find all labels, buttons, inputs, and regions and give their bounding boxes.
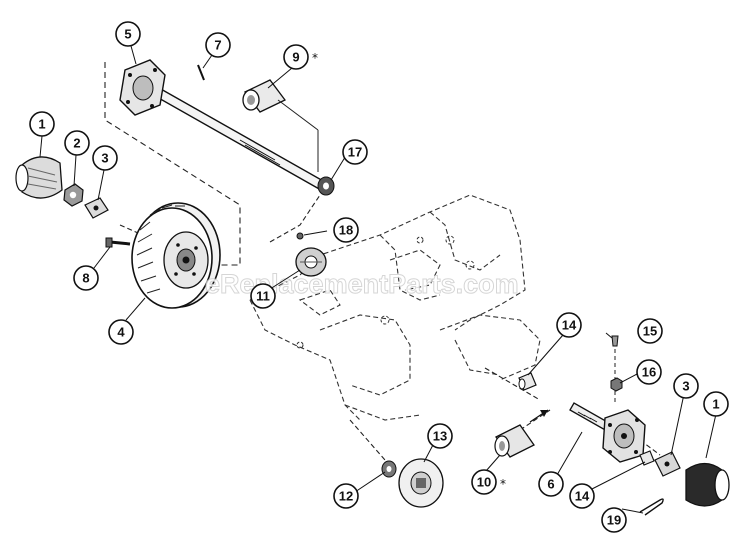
callout-4: 4 xyxy=(108,319,134,345)
spacer-sleeve-10 xyxy=(494,424,535,458)
bushing-14-upper xyxy=(518,372,537,391)
callout-18: 18 xyxy=(333,217,359,243)
callout-3-left: 3 xyxy=(92,145,118,171)
callout-6: 6 xyxy=(538,471,564,497)
grease-fitting-15 xyxy=(611,335,619,347)
svg-text:3: 3 xyxy=(682,379,689,394)
leader-chassis-to-washer12 xyxy=(349,419,391,471)
callouts: 1 2 3 4 5 7 8 9 * 11 17 18 14 15 16 3 1 … xyxy=(29,21,729,533)
callout-14-upper: 14 xyxy=(556,312,582,338)
svg-text:19: 19 xyxy=(607,513,621,528)
callout-8: 8 xyxy=(73,265,99,291)
callout-2: 2 xyxy=(64,130,90,156)
axle-shaft xyxy=(147,83,326,191)
wheel-assembly xyxy=(131,202,221,309)
callout-14-lower: 14 xyxy=(569,483,595,509)
callout-19: 19 xyxy=(601,507,627,533)
leader-shaft-to-chassis xyxy=(484,367,541,401)
washer-18 xyxy=(296,232,304,240)
bearing-left xyxy=(15,156,63,199)
callout-17: 17 xyxy=(342,139,368,165)
svg-text:15: 15 xyxy=(643,324,657,339)
leader-bushing-to-shaft xyxy=(519,409,551,431)
svg-text:12: 12 xyxy=(339,489,353,504)
hub-plate-13 xyxy=(398,458,444,508)
callout-16: 16 xyxy=(636,359,662,385)
callout-10: 10 xyxy=(471,469,497,495)
callout-3-right: 3 xyxy=(673,373,699,399)
callout-5: 5 xyxy=(115,21,141,47)
arrow-head xyxy=(540,410,548,417)
svg-text:10: 10 xyxy=(477,475,491,490)
callout-11: 11 xyxy=(250,283,276,309)
bushing-14-lower xyxy=(639,450,655,466)
svg-text:1: 1 xyxy=(38,117,45,132)
svg-text:3: 3 xyxy=(101,151,108,166)
cotter-pin-19 xyxy=(639,498,664,516)
key-part xyxy=(197,64,205,81)
svg-text:7: 7 xyxy=(214,38,221,53)
nut-2 xyxy=(63,183,84,207)
washer-12 xyxy=(381,460,397,478)
svg-text:16: 16 xyxy=(642,365,656,380)
right-flange xyxy=(602,409,646,463)
axle-flange xyxy=(119,59,166,116)
flange-bearing-11 xyxy=(295,247,327,277)
svg-text:14: 14 xyxy=(575,489,590,504)
clamp-left xyxy=(84,197,109,219)
svg-text:5: 5 xyxy=(124,27,131,42)
callout-9: 9 xyxy=(283,44,309,70)
leader-sleeve-to-washer xyxy=(277,99,319,131)
svg-text:8: 8 xyxy=(82,271,89,286)
callout-7: 7 xyxy=(205,32,231,58)
nut-16 xyxy=(610,377,623,392)
svg-text:14: 14 xyxy=(562,318,577,333)
chassis-frame xyxy=(249,194,541,421)
washer-17 xyxy=(317,176,335,196)
svg-text:13: 13 xyxy=(433,429,447,444)
leader-bearing-to-washer xyxy=(269,194,321,243)
svg-text:9: 9 xyxy=(292,50,299,65)
svg-text:1: 1 xyxy=(712,397,719,412)
spacer-sleeve xyxy=(242,79,286,113)
asterisk-10: * xyxy=(500,477,506,491)
svg-text:2: 2 xyxy=(73,136,80,151)
callout-1-left: 1 xyxy=(29,111,55,137)
svg-text:17: 17 xyxy=(348,145,362,160)
svg-text:11: 11 xyxy=(256,289,270,304)
chassis-holes xyxy=(296,235,475,349)
svg-text:18: 18 xyxy=(339,223,353,238)
bolt-8 xyxy=(105,237,131,248)
asterisk-9: * xyxy=(312,51,318,65)
svg-text:6: 6 xyxy=(547,477,554,492)
bearing-right xyxy=(685,462,730,507)
svg-text:4: 4 xyxy=(117,325,125,340)
callout-leaders xyxy=(39,45,717,514)
callout-13: 13 xyxy=(427,423,453,449)
clamp-right xyxy=(654,451,681,477)
callout-12: 12 xyxy=(333,483,359,509)
callout-15: 15 xyxy=(637,318,663,344)
callout-1-right: 1 xyxy=(703,391,729,417)
